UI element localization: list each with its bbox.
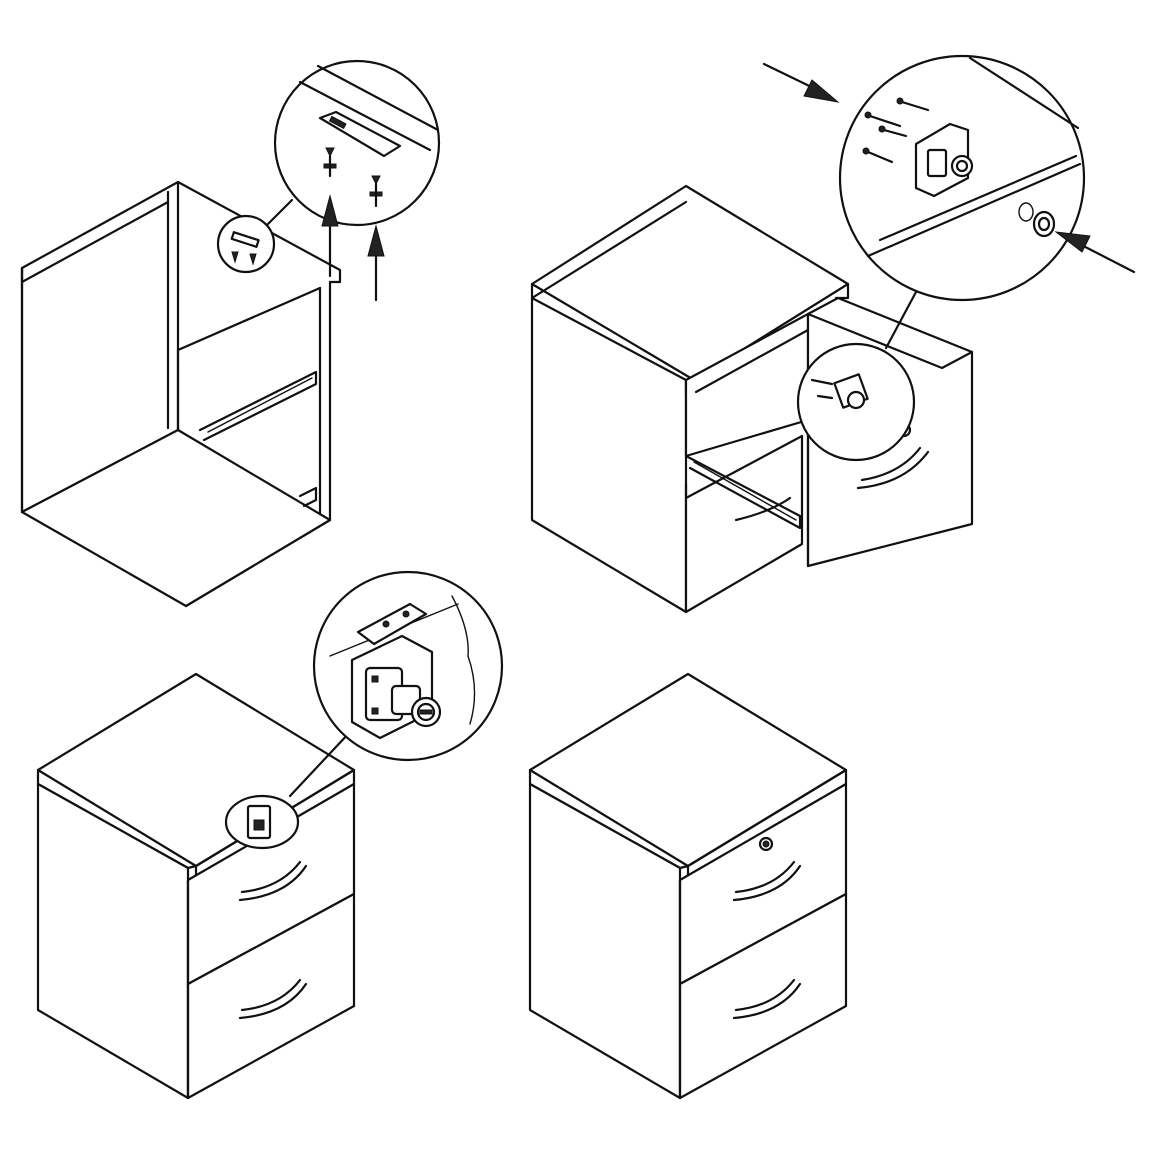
leader-line xyxy=(266,198,294,226)
lock-icon xyxy=(758,836,774,852)
cabinet-carcass xyxy=(20,180,342,608)
up-arrow-icon xyxy=(367,224,385,302)
strike-plate-detail-small xyxy=(216,214,276,274)
lock-detail-small xyxy=(224,794,300,850)
leader-line xyxy=(884,290,918,350)
step-4-assembled-cabinet xyxy=(528,672,848,1100)
strike-plate-magnified xyxy=(273,59,441,227)
lock-detail-small xyxy=(796,342,916,462)
step-1-attach-strike-plate xyxy=(20,59,441,608)
lock-magnified xyxy=(838,54,1086,302)
screw-icon xyxy=(369,175,383,208)
closed-cabinet xyxy=(36,672,356,1100)
leader-line xyxy=(288,730,352,798)
step-2-insert-lock-into-drawer xyxy=(530,54,1136,614)
arrow-in-icon xyxy=(1054,231,1136,274)
lock-magnified xyxy=(312,570,504,762)
arrow-in-icon xyxy=(762,62,840,103)
screw-icon xyxy=(323,147,337,178)
up-arrow-icon xyxy=(321,194,339,278)
step-3-lock-mounted-detail xyxy=(36,570,504,1100)
